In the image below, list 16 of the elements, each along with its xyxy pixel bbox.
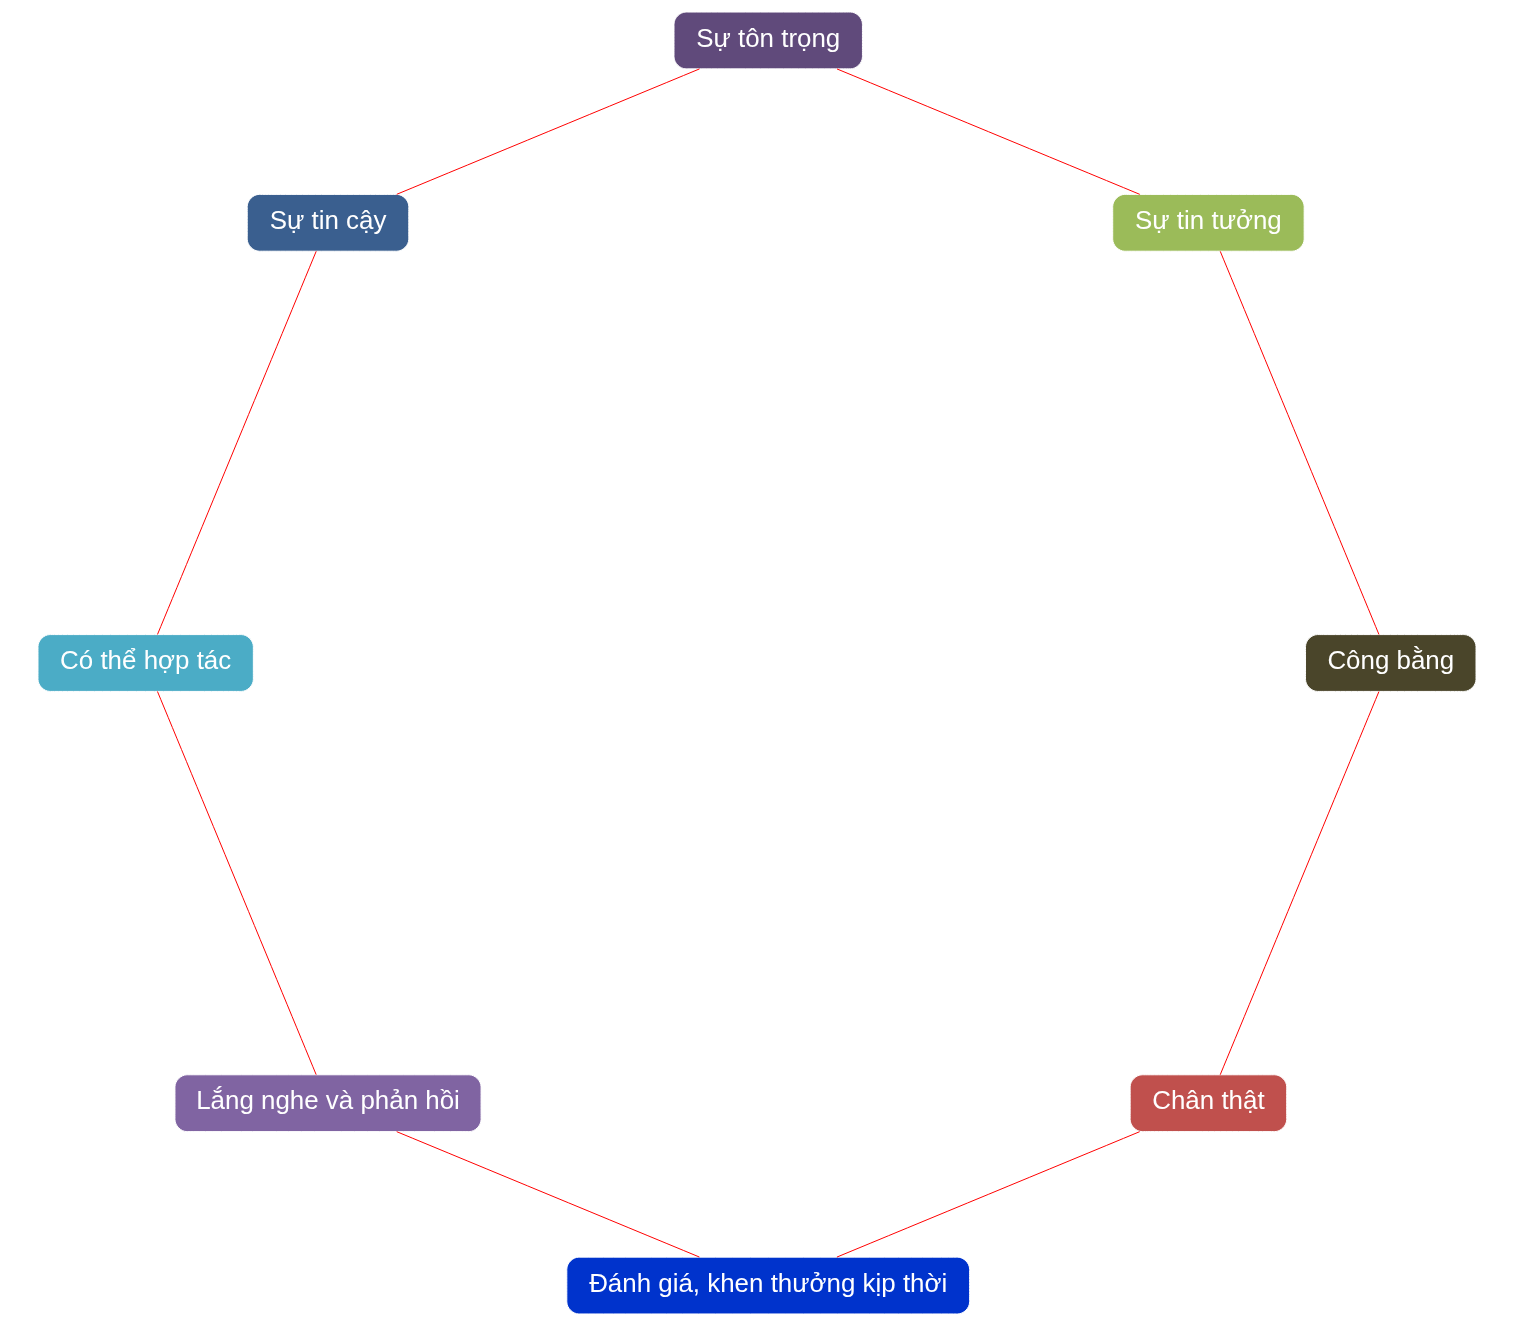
node-box: Sự tôn trọng <box>673 11 863 70</box>
node-box: Sự tin tưởng <box>1111 193 1305 252</box>
connector <box>395 68 700 195</box>
connector <box>1219 250 1379 635</box>
node-box: Sự tin cậy <box>246 193 409 252</box>
connector <box>156 691 317 1076</box>
node-box: Chân thật <box>1129 1074 1287 1133</box>
connector <box>1219 691 1379 1076</box>
connector <box>835 1131 1140 1258</box>
node-box: Lắng nghe và phản hồi <box>173 1074 482 1133</box>
connector <box>836 68 1140 195</box>
connector <box>156 250 317 635</box>
node-box: Có thể hợp tác <box>37 634 254 692</box>
node-box: Đánh giá, khen thưởng kịp thời <box>565 1256 970 1315</box>
node-box: Công bằng <box>1304 634 1476 692</box>
connector <box>395 1131 700 1258</box>
